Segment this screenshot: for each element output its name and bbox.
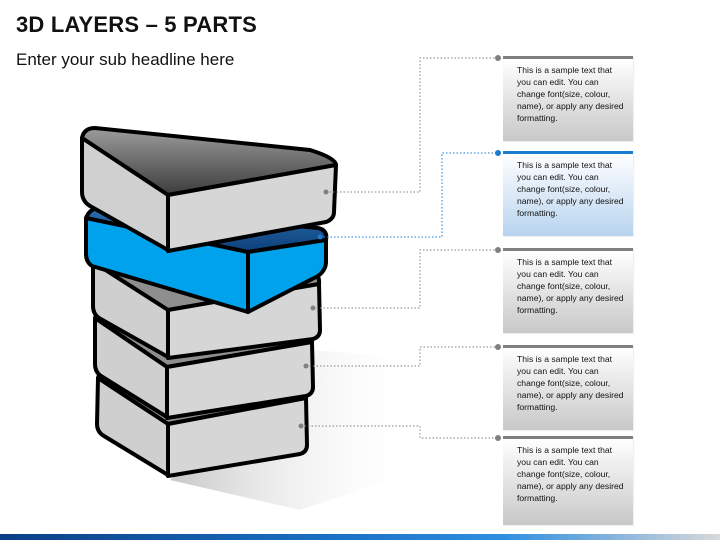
connector-1-end-dot <box>495 55 501 61</box>
callout-3-text: This is a sample text that you can edit.… <box>517 257 624 315</box>
connector-3-start-dot <box>310 305 316 311</box>
connector-4 <box>306 346 498 367</box>
callout-3: This is a sample text that you can edit.… <box>503 248 633 333</box>
connector-3-end-dot <box>495 247 501 253</box>
callout-2-highlighted: This is a sample text that you can edit.… <box>503 151 633 236</box>
bottom-accent-bar <box>0 534 720 540</box>
connector-2-end-dot <box>495 150 501 156</box>
connector-2 <box>320 152 498 238</box>
page-subtitle: Enter your sub headline here <box>16 50 235 69</box>
connector-3 <box>313 249 498 309</box>
connector-1-start-dot <box>323 189 329 195</box>
callout-1: This is a sample text that you can edit.… <box>503 56 633 141</box>
callout-4: This is a sample text that you can edit.… <box>503 345 633 430</box>
callout-4-text: This is a sample text that you can edit.… <box>517 354 624 412</box>
connector-5 <box>301 425 498 439</box>
connector-5-start-dot <box>298 423 304 429</box>
callout-2-text: This is a sample text that you can edit.… <box>517 160 624 218</box>
callout-5: This is a sample text that you can edit.… <box>503 436 633 525</box>
layer-1-top <box>80 126 338 253</box>
connector-5-end-dot <box>495 435 501 441</box>
connector-2-start-dot <box>317 234 323 240</box>
connector-1 <box>326 57 498 193</box>
page-title: 3D LAYERS – 5 PARTS <box>16 12 257 37</box>
callout-1-text: This is a sample text that you can edit.… <box>517 65 624 123</box>
callout-5-text: This is a sample text that you can edit.… <box>517 445 624 503</box>
connector-4-end-dot <box>495 344 501 350</box>
connector-4-start-dot <box>303 363 309 369</box>
